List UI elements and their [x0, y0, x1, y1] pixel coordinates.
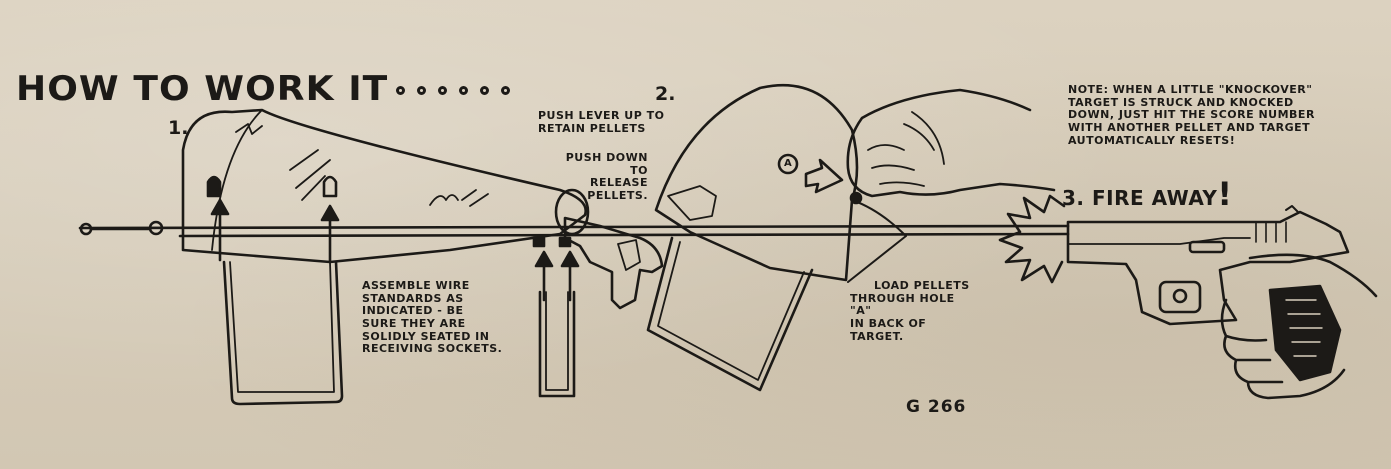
- muzzle-flash: [998, 194, 1066, 284]
- socket-arrows-1: [210, 198, 340, 264]
- assemble-line: SURE THEY ARE: [362, 316, 466, 330]
- push-lever-up-text: PUSH LEVER UP TO RETAIN PELLETS: [538, 109, 665, 135]
- dot-icon: [459, 86, 468, 95]
- model-code: G 266: [906, 397, 967, 417]
- load-pellets-instructions: LOAD PELLETS THROUGH HOLE "A" IN BACK OF…: [850, 279, 974, 343]
- push-down-line: RELEASE: [590, 176, 648, 190]
- load-line: LOAD PELLETS: [874, 279, 970, 292]
- load-line: TARGET.: [850, 329, 904, 343]
- target-housing-1: [181, 108, 590, 264]
- load-line: IN BACK OF: [850, 316, 927, 330]
- push-down-text: PUSH DOWN TO RELEASE PELLETS.: [556, 151, 648, 203]
- step-2-number: 2.: [655, 83, 676, 105]
- dot-icon: [396, 86, 405, 95]
- push-lever-up-line: RETAIN PELLETS: [538, 121, 646, 135]
- push-lever-up-line: PUSH LEVER UP TO: [538, 109, 665, 122]
- title-dots: [396, 86, 510, 95]
- assemble-line: SOLIDLY SEATED IN: [362, 329, 490, 343]
- push-down-line: PUSH DOWN TO: [565, 151, 648, 177]
- note-line: WITH ANOTHER PELLET AND TARGET: [1068, 120, 1311, 134]
- note-line: TARGET IS STRUCK AND KNOCKED: [1068, 95, 1294, 109]
- note-line: DOWN, JUST HIT THE SCORE NUMBER: [1068, 108, 1315, 122]
- load-line: THROUGH HOLE "A": [850, 291, 955, 318]
- dot-icon: [480, 86, 489, 95]
- dot-icon: [501, 86, 510, 95]
- instructions-title: HOW TO WORK IT: [16, 69, 389, 109]
- step-3-fire-away: 3. FIRE AWAY!: [1062, 176, 1233, 213]
- assemble-instructions: ASSEMBLE WIRE STANDARDS AS INDICATED - B…: [362, 279, 503, 356]
- assemble-line: RECEIVING SOCKETS.: [362, 342, 503, 356]
- step-1-number: 1.: [168, 117, 189, 139]
- lever-gun-2: [532, 216, 664, 310]
- dot-icon: [417, 86, 426, 95]
- assemble-line: ASSEMBLE WIRE: [362, 279, 470, 292]
- wire-rod: [78, 220, 1070, 238]
- assemble-line: INDICATED - BE: [362, 304, 464, 318]
- wire-standard-3: [646, 236, 814, 392]
- hole-a-marker: A: [784, 158, 793, 169]
- fire-away-exclaim: !: [1217, 175, 1233, 213]
- push-down-line: PELLETS.: [587, 188, 648, 202]
- wire-standard-1: [222, 260, 344, 406]
- fire-away-label: 3. FIRE AWAY: [1062, 186, 1218, 210]
- dot-icon: [438, 86, 447, 95]
- wire-standard-2: [534, 250, 580, 398]
- knockover-note: NOTE: WHEN A LITTLE "KNOCKOVER" TARGET I…: [1068, 83, 1315, 147]
- hand-holding-pistol: [1220, 253, 1378, 400]
- note-line: NOTE: WHEN A LITTLE "KNOCKOVER": [1068, 83, 1313, 96]
- pistol: [1066, 205, 1350, 326]
- note-line: AUTOMATICALLY RESETS!: [1068, 133, 1236, 147]
- assemble-line: STANDARDS AS: [362, 291, 464, 305]
- hand-loading-pellet: [846, 88, 1056, 205]
